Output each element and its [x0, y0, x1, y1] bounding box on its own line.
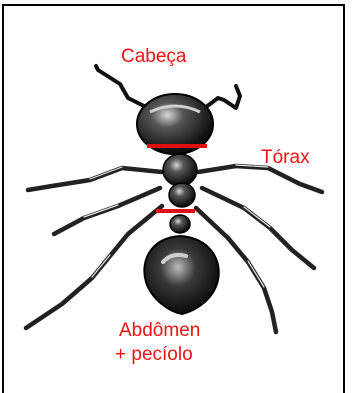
- ant-body: [137, 94, 219, 314]
- ant-petiole: [170, 215, 190, 233]
- label-petiole: + pecíolo: [115, 344, 193, 366]
- label-thorax: Tórax: [261, 147, 310, 169]
- ant-thorax: [163, 154, 197, 186]
- label-abdomen: Abdômen: [119, 320, 200, 342]
- ant-abdomen: [144, 236, 218, 314]
- label-head: Cabeça: [121, 46, 187, 68]
